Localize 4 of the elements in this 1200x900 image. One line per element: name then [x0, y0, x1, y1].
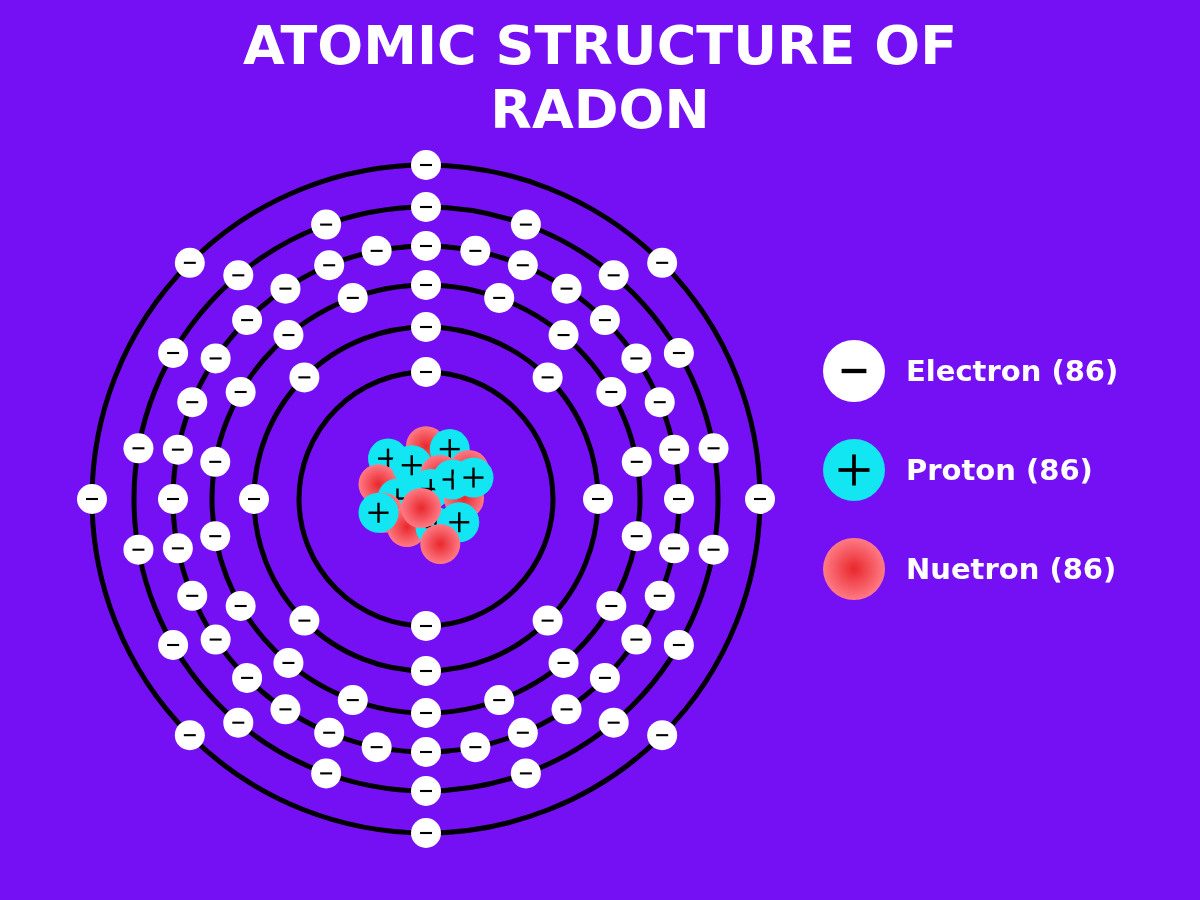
- legend-label: Nuetron (86): [906, 552, 1117, 586]
- legend-label: Proton (86): [906, 453, 1093, 487]
- title: ATOMIC STRUCTURE OF RADON: [241, 14, 959, 142]
- legend-label: Electron (86): [906, 354, 1119, 388]
